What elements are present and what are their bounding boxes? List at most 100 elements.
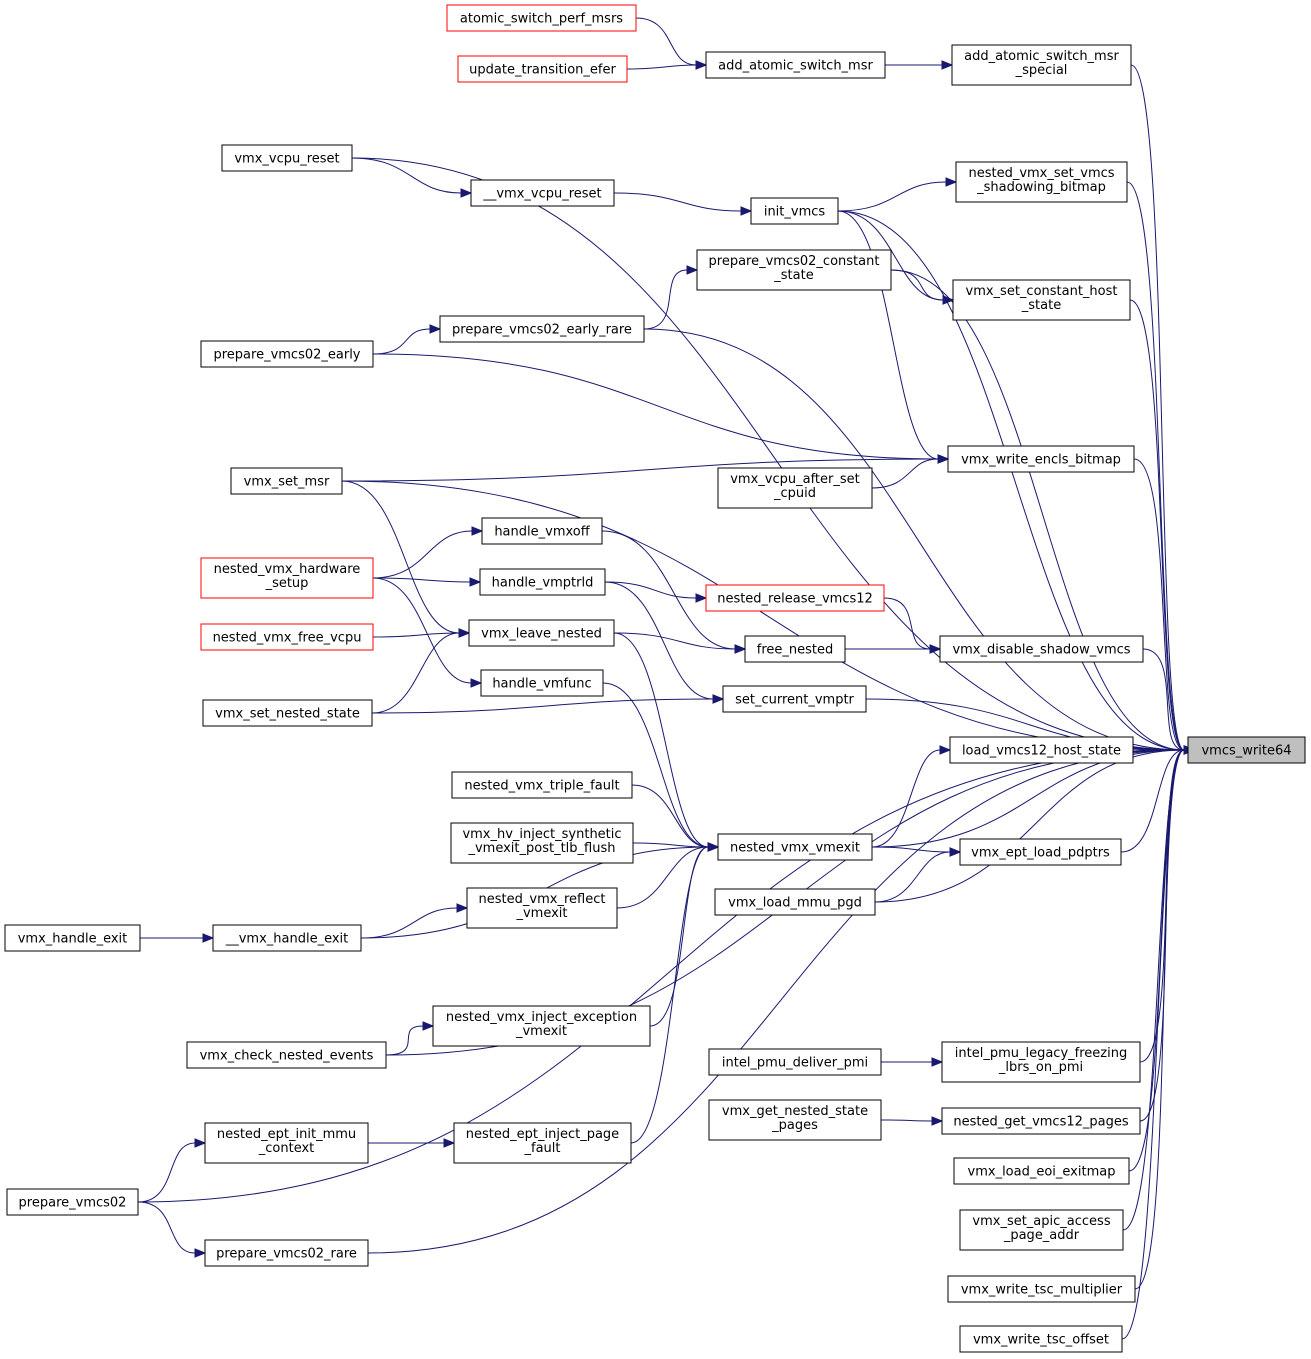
edge-prepare-vmcs02-early-to-vmx-write-encls-bitmap — [372, 353, 950, 464]
node-vmx-write-encls-bitmap[interactable]: vmx_write_encls_bitmap — [947, 445, 1135, 473]
node-vmx-set-constant-host-state[interactable]: vmx_set_constant_host_state — [952, 279, 1131, 321]
node-nested-vmx-reflect-vmexit[interactable]: nested_vmx_reflect_vmexit — [466, 887, 618, 929]
node-intel-pmu-deliver-pmi[interactable]: intel_pmu_deliver_pmi — [708, 1048, 882, 1076]
node-atomic-switch-perf-msrs[interactable]: atomic_switch_perf_msrs — [446, 4, 637, 32]
edge-intel-pmu-legacy-freezing-lbrs-on-pmi-to-vmcs-write64 — [1139, 745, 1196, 1063]
node-update-transition-efer[interactable]: update_transition_efer — [457, 55, 628, 83]
node-prepare-vmcs02-early[interactable]: prepare_vmcs02_early — [200, 340, 374, 368]
edge-vmx-check-nested-events-to-nested-vmx-inject-exception-vmexit — [385, 1021, 435, 1056]
edge-prepare-vmcs02-to-prepare-vmcs02-rare — [137, 1201, 207, 1258]
edge-line — [837, 210, 939, 460]
node-add-atomic-switch-msr-special[interactable]: add_atomic_switch_msr_special — [951, 44, 1132, 86]
edge-line — [874, 749, 1185, 903]
node-label: vmx_write_tsc_multiplier — [961, 1283, 1123, 1298]
edge-line — [341, 480, 460, 634]
edge-arrowhead — [429, 324, 442, 334]
node-vmx-set-apic-access-page-addr[interactable]: vmx_set_apic_access_page_addr — [959, 1209, 1124, 1251]
node-nested-vmx-set-vmcs-shadowing-bitmap[interactable]: nested_vmx_set_vmcs_shadowing_bitmap — [955, 161, 1128, 203]
edge-line — [880, 1119, 933, 1122]
node-box — [212, 924, 362, 952]
node-label: vmx_disable_shadow_vmcs — [952, 643, 1130, 658]
edge-line — [837, 210, 944, 301]
node-nested-vmx-hardware-setup[interactable]: nested_vmx_hardware_setup — [200, 557, 374, 599]
node-vmx-handle-exit[interactable]: vmx_handle_exit — [4, 924, 141, 952]
node-vmcs-write64[interactable]: vmcs_write64 — [1187, 736, 1306, 764]
node-box — [4, 924, 141, 952]
edge-arrowhead — [443, 1138, 456, 1148]
node-handle-vmxoff[interactable]: handle_vmxoff — [481, 517, 603, 545]
node-prepare-vmcs02-constant-state[interactable]: prepare_vmcs02_constant_state — [696, 249, 892, 291]
node-prepare-vmcs02-rare[interactable]: prepare_vmcs02_rare — [204, 1239, 369, 1267]
node-vmx-write-tsc-multiplier[interactable]: vmx_write_tsc_multiplier — [947, 1275, 1136, 1303]
edge-vmx-leave-nested-to-free-nested — [613, 632, 747, 654]
edge-nested-ept-inject-page-fault-to-nested-vmx-vmexit — [630, 842, 720, 1144]
node-box — [451, 771, 633, 799]
edge-arrowhead — [686, 265, 699, 275]
edge-vmx-handle-exit-to-vmx-handle-exit — [140, 933, 215, 943]
node-prepare-vmcs02[interactable]: prepare_vmcs02 — [6, 1188, 139, 1216]
node-label: intel_pmu_deliver_pmi — [722, 1056, 868, 1071]
node-label: _vmexit_post_tlb_flush — [467, 841, 615, 856]
node-vmx-check-nested-events[interactable]: vmx_check_nested_events — [186, 1041, 387, 1069]
node-label: prepare_vmcs02_early — [213, 348, 360, 363]
node-vmx-load-mmu-pgd[interactable]: vmx_load_mmu_pgd — [714, 888, 876, 916]
edge-vmx-vcpu-reset-to-vmx-vcpu-reset — [351, 157, 473, 198]
edge-free-nested-to-vmx-disable-shadow-vmcs — [845, 644, 942, 654]
edge-init-vmcs-to-vmx-write-encls-bitmap — [837, 210, 950, 464]
node-vmx-write-tsc-offset[interactable]: vmx_write_tsc_offset — [959, 1325, 1123, 1353]
node-vmx-load-eoi-exitmap[interactable]: vmx_load_eoi_exitmap — [953, 1157, 1130, 1185]
node-nested-ept-init-mmu-context[interactable]: nested_ept_init_mmu_context — [204, 1122, 369, 1164]
node-label: prepare_vmcs02_rare — [216, 1247, 357, 1262]
node-label: vmx_get_nested_state — [722, 1104, 868, 1119]
node-label: _lbrs_on_pmi — [998, 1060, 1083, 1075]
node-prepare-vmcs02-early-rare[interactable]: prepare_vmcs02_early_rare — [439, 315, 645, 343]
node-nested-get-vmcs12-pages[interactable]: nested_get_vmcs12_pages — [941, 1107, 1141, 1135]
node-box — [204, 1122, 369, 1164]
node-vmx-get-nested-state-pages[interactable]: vmx_get_nested_state_pages — [708, 1099, 882, 1141]
edge-init-vmcs-to-nested-vmx-set-vmcs-shadowing-bitmap — [837, 177, 958, 212]
node-box — [696, 249, 892, 291]
node-vmx-leave-nested[interactable]: vmx_leave_nested — [468, 619, 615, 647]
node-intel-pmu-legacy-freezing-lbrs-on-pmi[interactable]: intel_pmu_legacy_freezing_lbrs_on_pmi — [941, 1041, 1141, 1083]
edge-line — [341, 458, 939, 482]
node-nested-vmx-inject-exception-vmexit[interactable]: nested_vmx_inject_exception_vmexit — [432, 1005, 651, 1047]
node-box — [947, 1275, 1136, 1303]
node-vmx-handle-exit[interactable]: __vmx_handle_exit — [212, 924, 362, 952]
node-handle-vmptrld[interactable]: handle_vmptrld — [479, 568, 606, 596]
node-handle-vmfunc[interactable]: handle_vmfunc — [480, 669, 604, 697]
node-nested-ept-inject-page-fault[interactable]: nested_ept_inject_page_fault — [453, 1122, 632, 1164]
node-nested-vmx-triple-fault[interactable]: nested_vmx_triple_fault — [451, 771, 633, 799]
node-vmx-set-msr[interactable]: vmx_set_msr — [230, 467, 343, 495]
node-set-current-vmptr[interactable]: set_current_vmptr — [722, 685, 867, 713]
edge-line — [613, 192, 742, 212]
edge-nested-ept-init-mmu-context-to-nested-ept-inject-page-fault — [368, 1138, 456, 1148]
node-nested-vmx-free-vcpu[interactable]: nested_vmx_free_vcpu — [200, 623, 374, 651]
node-load-vmcs12-host-state[interactable]: load_vmcs12_host_state — [949, 736, 1134, 764]
node-add-atomic-switch-msr[interactable]: add_atomic_switch_msr — [705, 51, 886, 79]
node-vmx-hv-inject-synthetic-vmexit-post-tlb-flush[interactable]: vmx_hv_inject_synthetic_vmexit_post_tlb_… — [450, 822, 634, 864]
node-label: vmx_load_mmu_pgd — [728, 896, 862, 911]
node-vmx-disable-shadow-vmcs[interactable]: vmx_disable_shadow_vmcs — [939, 635, 1144, 663]
edge-line — [890, 269, 1185, 751]
edges-layer — [137, 17, 1196, 1340]
node-init-vmcs[interactable]: init_vmcs — [750, 197, 839, 225]
edge-vmx-vcpu-after-set-cpuid-to-vmx-write-encls-bitmap — [871, 454, 950, 489]
node-vmx-vcpu-reset[interactable]: vmx_vcpu_reset — [221, 144, 353, 172]
node-vmx-ept-load-pdptrs[interactable]: vmx_ept_load_pdptrs — [959, 838, 1122, 866]
node-vmx-vcpu-after-set-cpuid[interactable]: vmx_vcpu_after_set_cpuid — [717, 467, 873, 509]
node-vmx-set-nested-state[interactable]: vmx_set_nested_state — [202, 699, 373, 727]
node-nested-release-vmcs12[interactable]: nested_release_vmcs12 — [705, 584, 885, 612]
edge-line — [837, 181, 947, 212]
node-box — [1187, 736, 1306, 764]
node-free-nested[interactable]: free_nested — [744, 635, 846, 663]
edge-line — [871, 749, 1185, 848]
edge-nested-vmx-set-vmcs-shadowing-bitmap-to-vmcs-write64 — [1126, 181, 1196, 755]
edge-line — [631, 784, 709, 848]
node-box — [200, 340, 374, 368]
edge-add-atomic-switch-msr-to-add-atomic-switch-msr-special — [885, 60, 954, 70]
edge-arrowhead — [456, 903, 469, 913]
edge-vmx-leave-nested-to-nested-vmx-vmexit — [613, 632, 720, 852]
edge-line — [643, 328, 1185, 751]
node-vmx-vcpu-reset[interactable]: __vmx_vcpu_reset — [470, 179, 615, 207]
node-nested-vmx-vmexit[interactable]: nested_vmx_vmexit — [717, 833, 873, 861]
